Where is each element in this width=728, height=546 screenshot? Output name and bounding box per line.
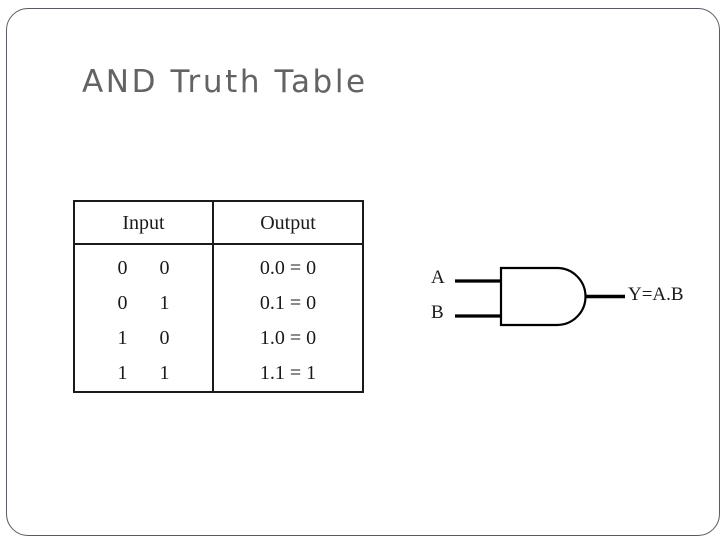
input-bit-b: 0 [159, 327, 170, 349]
page-title: AND Truth Table [82, 64, 368, 100]
input-bit-b: 0 [159, 257, 170, 279]
gate-input-label-b: B [431, 302, 444, 323]
table-header-output: Output [260, 212, 316, 234]
table-column-divider [212, 202, 214, 391]
gate-input-label-a: A [431, 267, 445, 288]
input-bit-b: 1 [159, 292, 170, 314]
and-gate-diagram: A B Y=A.B [420, 255, 710, 350]
input-bit-b: 1 [159, 362, 170, 384]
input-bit-a: 0 [117, 292, 128, 314]
input-bit-a: 1 [117, 362, 128, 384]
gate-output-label: Y=A.B [628, 284, 684, 305]
input-bit-a: 1 [117, 327, 128, 349]
and-gate-body [499, 266, 587, 327]
and-gate-icon [455, 266, 625, 327]
table-header-input: Input [122, 212, 165, 234]
table-cell-output: 0.0 = 0 [259, 257, 317, 279]
table-cell-output: 1.0 = 0 [259, 327, 317, 349]
table-header-divider [75, 243, 362, 245]
input-bit-a: 0 [117, 257, 128, 279]
table-cell-output: 1.1 = 1 [259, 362, 317, 384]
table-cell-output: 0.1 = 0 [259, 292, 317, 314]
